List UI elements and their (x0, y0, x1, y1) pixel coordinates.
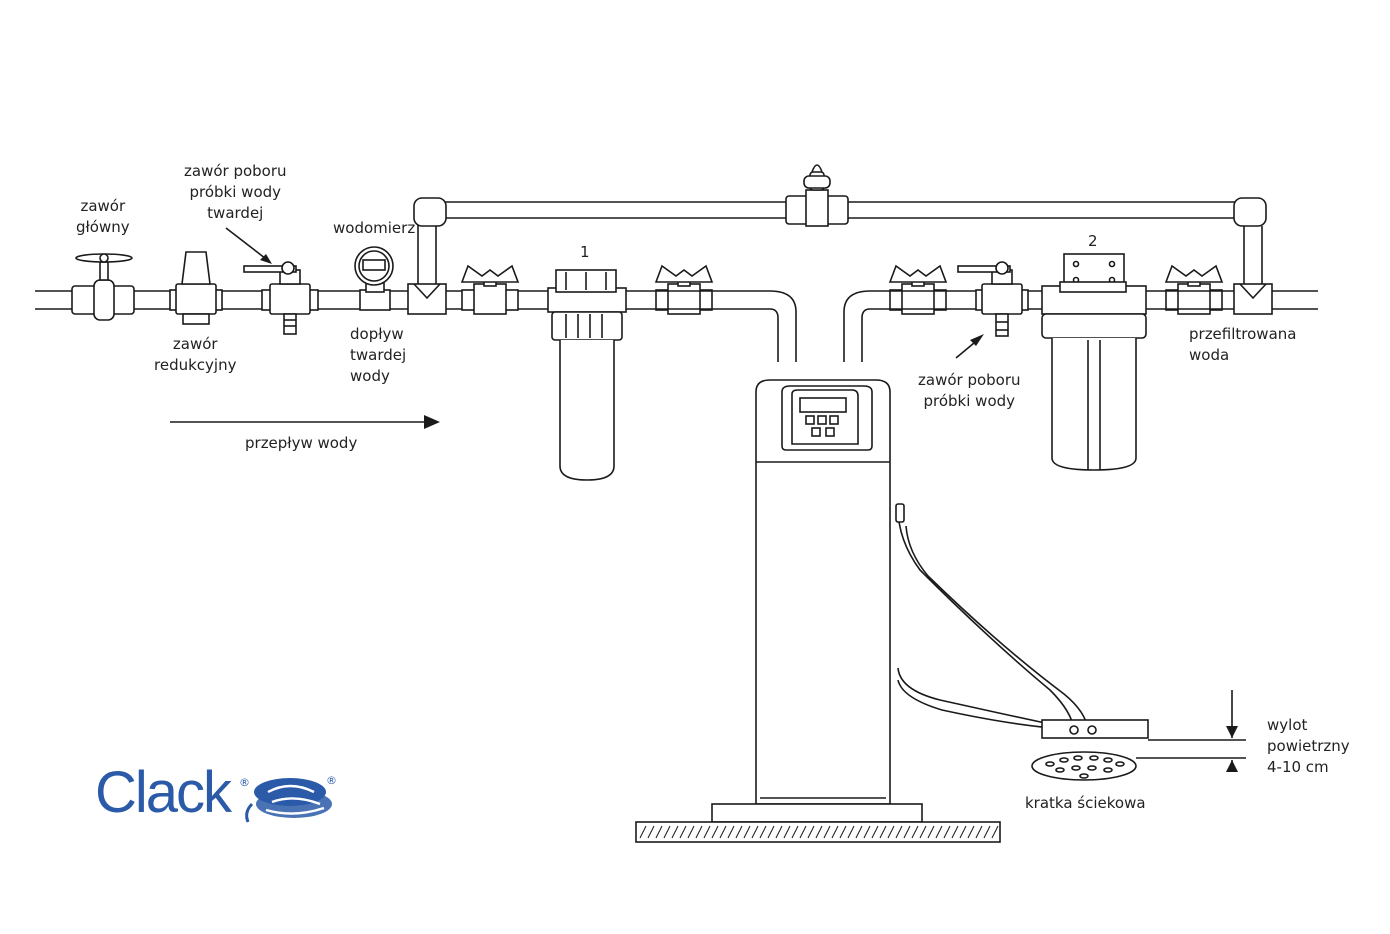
bypass-valve (785, 164, 849, 227)
flow-arrow (170, 415, 440, 429)
outlet-pipe (1146, 283, 1318, 315)
floor-base (635, 803, 1001, 843)
butterfly-valve-2 (654, 264, 714, 315)
hard-sample-valve (243, 261, 319, 335)
floor-drain-label: kratka ściekowa (1025, 794, 1146, 812)
clack-logo-mark-icon (245, 778, 332, 823)
registered-mark: ® (326, 774, 337, 787)
sample-valve-pointer (225, 227, 271, 263)
floor-drain (1031, 751, 1137, 781)
pointer-arrowhead-2 (970, 334, 984, 346)
butterfly-valve-4 (1164, 264, 1224, 315)
air-gap-block (1041, 719, 1149, 739)
main-valve (71, 253, 135, 321)
filter-1-number: 1 (580, 243, 590, 261)
filter-2-number: 2 (1088, 232, 1098, 250)
clack-logo-text: Clack (95, 760, 232, 825)
water-meter-label: wodomierz (333, 219, 416, 237)
drain-hoses (895, 503, 1093, 731)
water-meter (354, 246, 394, 311)
butterfly-valve-3 (888, 264, 948, 315)
water-flow-label: przepływ wody (245, 434, 358, 452)
softener (755, 379, 891, 805)
treated-sample-valve (957, 261, 1029, 337)
pointer-arrowhead (260, 254, 272, 264)
filter-1 (547, 269, 627, 481)
butterfly-valve-1 (460, 264, 520, 315)
filter-2 (1041, 253, 1147, 471)
reducing-valve (169, 251, 223, 325)
pipe-to-softener-in (626, 290, 797, 362)
pipe-from-softener-out (843, 290, 1048, 362)
registered-mark-2: ® (239, 776, 250, 789)
air-gap-dimension (1136, 690, 1246, 772)
